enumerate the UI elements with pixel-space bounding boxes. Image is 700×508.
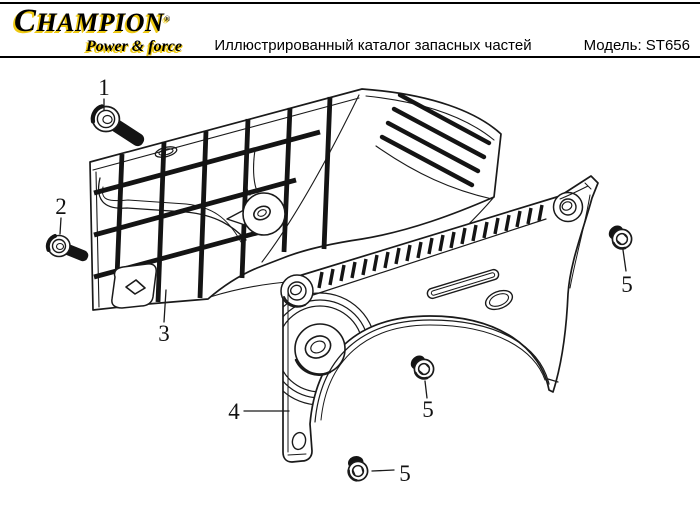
oval-hole: [484, 289, 514, 311]
bolt-5c-drawing: [347, 456, 369, 482]
brand-tagline: Power & force: [86, 38, 182, 55]
callout-4-label: 4: [228, 399, 240, 424]
top-border-line: [0, 2, 700, 4]
page-title: Иллюстрированный каталог запасных частей: [214, 37, 532, 54]
vent-slots: [317, 204, 544, 289]
header-separator-line: [0, 56, 700, 58]
mounting-bracket: [111, 263, 157, 309]
bolt-1-drawing: [90, 104, 145, 147]
model-label: Модель: ST656: [583, 37, 690, 54]
callout-5a-label: 5: [621, 272, 633, 297]
bolt-2-drawing: [45, 234, 89, 262]
callout-1-label: 1: [98, 75, 110, 100]
part-3-grille-panel-drawing: [89, 88, 502, 311]
vent-ribs: [379, 92, 492, 188]
callout-2-label: 2: [55, 194, 67, 219]
mount-hole-top-left: [280, 274, 314, 308]
bolt-5a-drawing: [608, 225, 633, 250]
bolt-5b-drawing: [410, 355, 435, 380]
callout-5b-label: 5: [422, 397, 434, 422]
long-slot: [426, 268, 500, 300]
registered-mark: ®: [164, 14, 171, 24]
mount-hole-top-right: [552, 182, 592, 223]
callout-3-label: 3: [158, 321, 170, 346]
brand-name: CHAMPION®: [14, 5, 186, 38]
small-oval-hole: [291, 431, 307, 451]
champion-logo: CHAMPION® Power & force: [14, 5, 186, 55]
callout-leader-lines: [59, 98, 627, 472]
grille-grid-bars: [93, 96, 333, 303]
center-boss: [226, 192, 286, 236]
callout-5c-label: 5: [399, 461, 411, 486]
